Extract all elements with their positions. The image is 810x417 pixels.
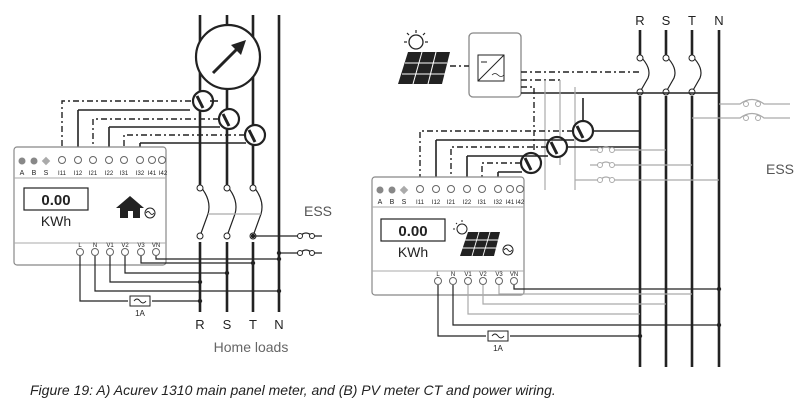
ct-sensor-icon: [243, 123, 267, 147]
terminal-label: I31: [120, 171, 129, 177]
terminal-label: I12: [74, 171, 83, 177]
terminal-label: I11: [58, 171, 67, 177]
terminal-label: N: [451, 272, 455, 278]
status-led-icon: [30, 157, 38, 165]
terminal-label: V3: [137, 243, 145, 249]
terminal-label: I32: [136, 171, 145, 177]
display-value: 0.00: [398, 223, 427, 240]
inverter-icon: [468, 32, 522, 98]
terminal-label: VN: [510, 272, 518, 278]
phase-label: S: [223, 317, 232, 332]
terminal-label: N: [93, 243, 97, 249]
terminal-label: VN: [152, 243, 160, 249]
switch-icon: [575, 146, 719, 183]
phase-label: T: [688, 13, 696, 28]
terminal-label: S: [44, 170, 49, 177]
figure-caption: Figure 19: A) Acurev 1310 main panel met…: [30, 382, 556, 398]
pv-meter-diagram: R S T N: [371, 13, 794, 367]
terminal-label: L: [78, 243, 82, 249]
breaker-icon: [636, 54, 706, 96]
terminal-label: A: [378, 199, 383, 206]
terminal-label: S: [402, 199, 407, 206]
ess-label: ESS: [304, 203, 332, 219]
terminal-label: I12: [432, 200, 441, 206]
phase-label: N: [274, 317, 283, 332]
unit-label: KWh: [41, 213, 71, 229]
ess-switch-icon: [692, 98, 790, 121]
ess-label: ESS: [766, 161, 794, 177]
fuse-icon: [487, 330, 509, 342]
terminal-label: V1: [464, 272, 472, 278]
phase-label: R: [635, 13, 644, 28]
terminal-label: V2: [121, 243, 129, 249]
status-led-icon: [41, 156, 51, 166]
ct-sensor-icon: [519, 151, 543, 175]
panel-meter: A B S I11 I12 I21 I22 I31 I32 I4: [13, 146, 168, 266]
phase-label: N: [714, 13, 723, 28]
phase-label: S: [662, 13, 671, 28]
unit-label: KWh: [398, 244, 428, 260]
status-led-icon: [376, 186, 384, 194]
terminal-label: I22: [105, 171, 114, 177]
ct-sensor-icon: [571, 119, 595, 143]
terminal-label: V2: [479, 272, 487, 278]
terminal-label: I21: [447, 200, 456, 206]
terminal-label: I42: [159, 171, 168, 177]
home-icon: [116, 196, 156, 219]
terminal-label: V1: [106, 243, 114, 249]
ct-sensor-icon: [217, 107, 241, 131]
terminal-label: B: [390, 199, 395, 206]
solar-panel-icon: [453, 220, 514, 257]
panel-meter-diagram: A B S I11 I12 I21 I22 I31 I32 I4: [13, 15, 332, 355]
status-led-icon: [18, 157, 26, 165]
grid-meter-icon: [194, 23, 262, 91]
terminal-label: I41: [506, 200, 515, 206]
meter-display: [23, 187, 89, 211]
meter-display: [380, 218, 446, 242]
status-led-icon: [399, 185, 409, 195]
solar-panel-icon: [398, 30, 450, 85]
display-value: 0.00: [41, 192, 70, 209]
fuse-icon: [129, 295, 151, 307]
status-led-icon: [388, 186, 396, 194]
pv-meter: A B S I11 I12 I21 I22 I31 I32 I41: [371, 176, 525, 296]
terminal-label: I42: [516, 200, 525, 206]
phase-label: T: [249, 317, 257, 332]
terminal-label: I22: [463, 200, 472, 206]
terminal-label: I32: [494, 200, 503, 206]
terminal-label: V3: [495, 272, 503, 278]
terminal-label: A: [20, 170, 25, 177]
phase-label: R: [195, 317, 204, 332]
fuse-label: 1A: [493, 344, 503, 353]
terminal-label: B: [32, 170, 37, 177]
terminal-label: I11: [416, 200, 425, 206]
ct-sensor-icon: [191, 89, 215, 113]
home-loads-label: Home loads: [214, 339, 289, 355]
terminal-label: L: [436, 272, 440, 278]
terminal-label: I31: [478, 200, 487, 206]
terminal-label: I21: [89, 171, 98, 177]
terminal-label: I41: [148, 171, 157, 177]
fuse-label: 1A: [135, 309, 145, 318]
breaker-icon: [196, 184, 276, 242]
